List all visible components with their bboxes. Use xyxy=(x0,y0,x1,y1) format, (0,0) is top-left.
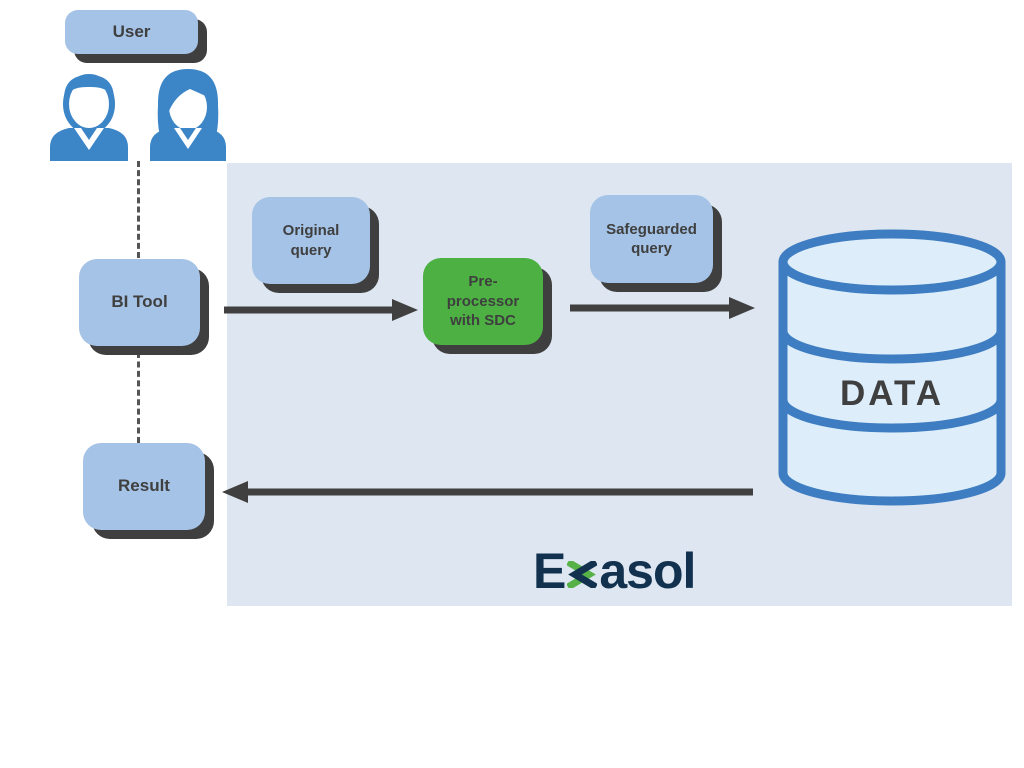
preprocessor-label: Pre- processor with SDC xyxy=(446,273,520,330)
safeguarded-query-label: Safeguarded query xyxy=(606,220,697,258)
arrow-bitool-to-preprocessor-icon xyxy=(224,299,418,321)
female-user-icon xyxy=(150,69,226,161)
result-label: Result xyxy=(118,476,170,496)
male-user-icon xyxy=(50,74,128,161)
original-query-label: Original query xyxy=(282,222,340,259)
logo-text-after-x: asol xyxy=(599,543,696,599)
user-label: User xyxy=(112,21,151,41)
connector-user-to-bitool xyxy=(137,161,140,258)
arrow-data-to-result-icon xyxy=(222,481,753,503)
connector-bitool-to-result xyxy=(137,352,140,443)
user-node: User xyxy=(65,10,198,54)
logo-x-icon xyxy=(567,561,598,588)
exasol-logo: E asol xyxy=(533,543,696,599)
original-query-node: Original query xyxy=(252,197,370,284)
preprocessor-node: Pre- processor with SDC xyxy=(423,258,543,345)
logo-text-before-x: E xyxy=(533,543,566,599)
data-label: DATA xyxy=(839,374,944,413)
arrow-preprocessor-to-data-icon xyxy=(570,297,755,319)
database-icon xyxy=(778,229,1006,506)
bi-tool-node: BI Tool xyxy=(79,259,200,346)
safeguarded-query-node: Safeguarded query xyxy=(590,195,713,283)
result-node: Result xyxy=(83,443,205,530)
bi-tool-label: BI Tool xyxy=(111,292,168,312)
